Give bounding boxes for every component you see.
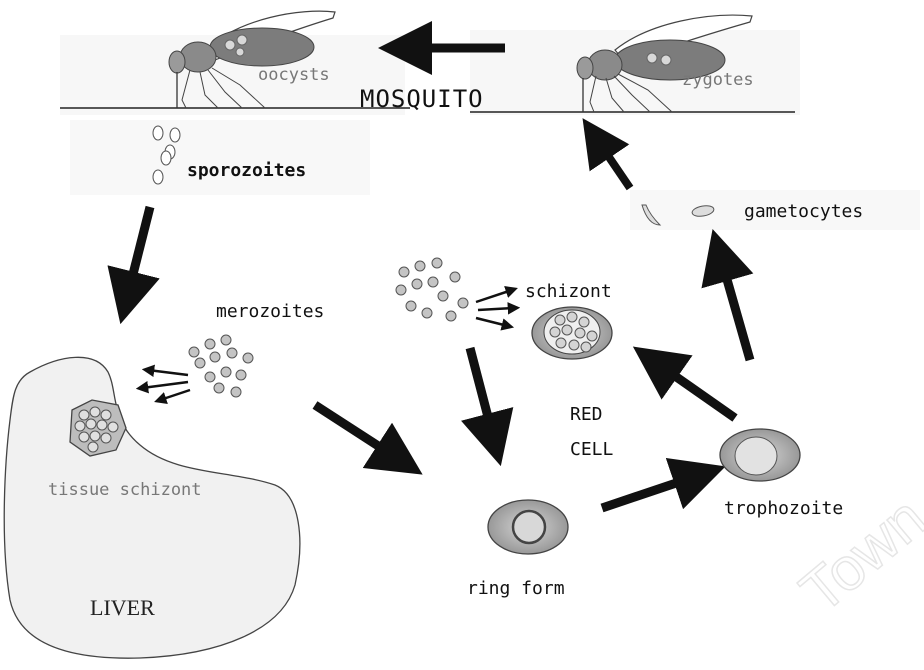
merozoite — [412, 279, 422, 289]
sporozoites-label: sporozoites — [187, 160, 306, 181]
ring-form-ring — [513, 511, 545, 543]
thorax-left — [180, 42, 216, 72]
ring-form: ring form — [467, 500, 568, 599]
merozoite — [79, 410, 89, 420]
merozoite — [579, 317, 589, 327]
trophozoite-body — [735, 437, 777, 475]
schizont: schizont — [525, 281, 612, 359]
merozoite — [422, 308, 432, 318]
schizont-label: schizont — [525, 281, 612, 302]
merozoite — [75, 421, 85, 431]
zygote-dot — [647, 53, 657, 63]
release-arrow — [478, 308, 514, 310]
release-arrow — [142, 382, 188, 388]
merozoite — [450, 272, 460, 282]
merozoite — [556, 338, 566, 348]
arrow-liver-merozoites-to-ring-form — [315, 405, 400, 460]
merozoite — [415, 261, 425, 271]
merozoite — [214, 383, 224, 393]
merozoite — [101, 410, 111, 420]
sporozoite — [170, 128, 180, 142]
arrow-merozoites-to-ring-form — [470, 348, 494, 440]
merozoite — [231, 387, 241, 397]
oocyst-dot — [225, 40, 235, 50]
zygotes-label: zygotes — [682, 70, 754, 90]
release-arrow — [160, 390, 190, 400]
merozoite — [101, 433, 111, 443]
merozoites-liver-cluster — [189, 335, 253, 397]
liver: LIVER — [4, 357, 300, 658]
merozoite — [90, 431, 100, 441]
merozoite — [97, 420, 107, 430]
oocysts-label: oocysts — [258, 65, 330, 85]
arrow-gametocytes-to-mosquito — [596, 138, 630, 188]
merozoite — [108, 422, 118, 432]
merozoite — [210, 352, 220, 362]
arrow-ring-form-to-trophozoite — [602, 475, 700, 508]
merozoite — [399, 267, 409, 277]
merozoite — [458, 298, 468, 308]
merozoite — [79, 432, 89, 442]
tissue-schizont-label: tissue schizont — [48, 480, 202, 500]
zygote-dot — [661, 55, 671, 65]
merozoite — [562, 325, 572, 335]
merozoite — [438, 291, 448, 301]
merozoites-label: merozoites — [216, 301, 324, 322]
oocyst-dot — [236, 48, 244, 56]
merozoite — [446, 311, 456, 321]
merozoite — [221, 335, 231, 345]
merozoite — [221, 367, 231, 377]
merozoite — [243, 353, 253, 363]
merozoite — [569, 340, 579, 350]
liver-label: LIVER — [90, 595, 155, 620]
sporozoite — [153, 126, 163, 140]
merozoite — [236, 370, 246, 380]
merozoite — [86, 419, 96, 429]
gametocytes-label: gametocytes — [744, 201, 863, 222]
merozoite — [227, 348, 237, 358]
release-arrow — [476, 290, 512, 302]
merozoite — [432, 258, 442, 268]
merozoite — [555, 315, 565, 325]
head-right — [577, 57, 593, 79]
release-arrow — [148, 370, 188, 375]
merozoite — [581, 342, 591, 352]
arrow-sporozoites-to-liver — [127, 207, 150, 298]
merozoites-rbc-cluster — [396, 258, 468, 321]
trophozoite-label: trophozoite — [724, 498, 843, 519]
oocyst-dot — [237, 35, 247, 45]
merozoite — [428, 277, 438, 287]
merozoite — [575, 328, 585, 338]
merozoite — [88, 442, 98, 452]
merozoite — [90, 407, 100, 417]
release-arrow — [476, 318, 508, 326]
merozoite — [195, 358, 205, 368]
merozoite — [205, 372, 215, 382]
head-left — [169, 51, 185, 73]
merozoite — [189, 347, 199, 357]
merozoite — [205, 339, 215, 349]
merozoite — [396, 285, 406, 295]
red-cell-label-line2: CELL — [570, 439, 614, 460]
arrow-trophozoite-to-gametocytes — [720, 255, 750, 360]
arrow-trophozoite-to-schizont — [655, 362, 735, 418]
red-cell-label-line1: RED — [570, 404, 603, 425]
sporozoite — [161, 151, 171, 165]
mosquito-label: MOSQUITO — [360, 85, 484, 113]
sporozoite — [153, 170, 163, 184]
sporozoites-backdrop — [70, 120, 370, 195]
merozoite — [550, 327, 560, 337]
ring-form-label: ring form — [467, 578, 565, 599]
trophozoite: trophozoite — [720, 429, 843, 519]
merozoite — [567, 312, 577, 322]
merozoite — [406, 301, 416, 311]
merozoite — [587, 331, 597, 341]
